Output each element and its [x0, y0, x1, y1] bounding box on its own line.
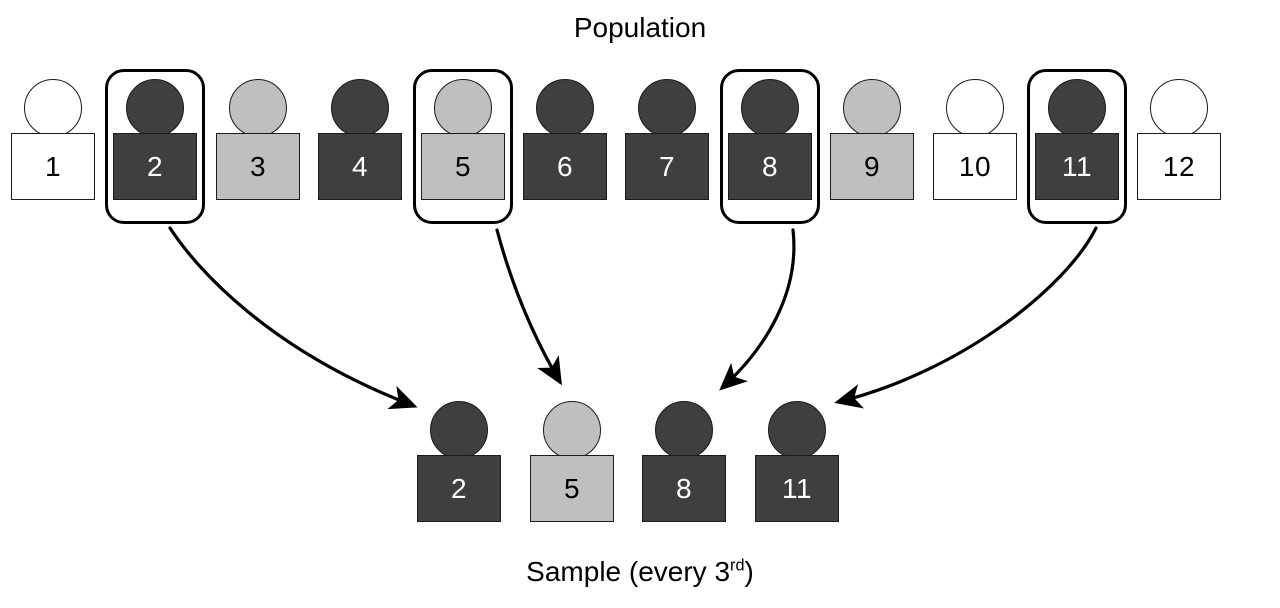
sample-unit-label-5: 5 [530, 455, 614, 522]
person-head-icon [434, 79, 492, 137]
person-head-icon [229, 79, 287, 137]
population-unit-label-4: 4 [318, 133, 402, 200]
person-head-icon [536, 79, 594, 137]
person-head-icon [126, 79, 184, 137]
population-unit-label-8: 8 [728, 133, 812, 200]
sample-unit-label-8: 8 [642, 455, 726, 522]
person-head-icon [843, 79, 901, 137]
person-head-icon [655, 401, 713, 459]
person-head-icon [1048, 79, 1106, 137]
population-unit-label-3: 3 [216, 133, 300, 200]
population-unit-label-6: 6 [523, 133, 607, 200]
person-head-icon [768, 401, 826, 459]
person-head-icon [543, 401, 601, 459]
person-head-icon [24, 79, 82, 137]
sample-title-main: Sample (every 3 [526, 556, 731, 587]
person-head-icon [946, 79, 1004, 137]
sampling-arrow-5-to-5 [495, 228, 562, 386]
sample-title-tail: ) [744, 556, 754, 587]
population-unit-label-9: 9 [830, 133, 914, 200]
population-title: Population [573, 12, 707, 43]
population-unit-label-2: 2 [113, 133, 197, 200]
population-unit-label-7: 7 [625, 133, 709, 200]
person-head-icon [638, 79, 696, 137]
sample-title-ordinal-suffix: rd [730, 556, 745, 575]
sample-unit-label-11: 11 [755, 455, 839, 522]
population-unit-label-5: 5 [421, 133, 505, 200]
population-unit-label-11: 11 [1035, 133, 1119, 200]
sample-unit-label-2: 2 [417, 455, 501, 522]
population-unit-label-10: 10 [933, 133, 1017, 200]
sampling-arrow-8-to-8 [719, 228, 796, 391]
population-unit-label-1: 1 [11, 133, 95, 200]
person-head-icon [430, 401, 488, 459]
sampling-arrow-11-to-11 [834, 226, 1098, 409]
sampling-arrow-2-to-2 [168, 226, 418, 410]
sample-title: Sample (every 3rd) [0, 558, 1280, 586]
population-unit-label-12: 12 [1137, 133, 1221, 200]
